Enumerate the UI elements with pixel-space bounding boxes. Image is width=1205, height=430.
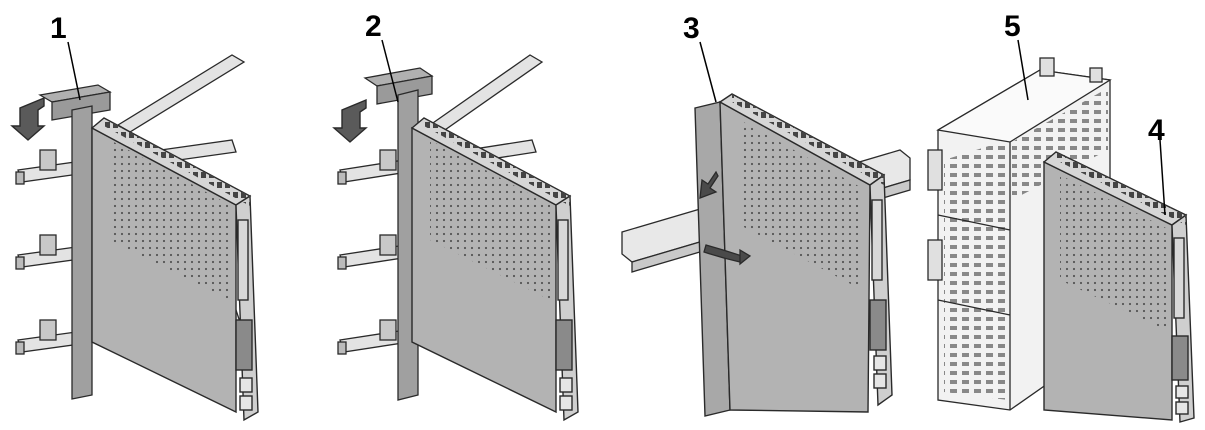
callout-5: 5	[1004, 10, 1021, 43]
step-1-bracket	[38, 84, 112, 400]
step-2-arrow-icon	[332, 98, 368, 143]
step-4-5-diagram	[927, 57, 1195, 423]
step-3-diagram	[621, 93, 911, 417]
step-1-diagram	[10, 54, 259, 422]
step-2-module	[410, 117, 579, 422]
callout-leader-lines	[67, 39, 1166, 216]
step-1-arrow-icon	[10, 96, 46, 141]
callout-1: 1	[50, 12, 67, 45]
step-4-module	[1042, 151, 1195, 423]
step-2-diagram	[332, 54, 579, 422]
callout-3: 3	[683, 12, 700, 45]
step-3-arrow-icon	[699, 170, 752, 266]
step-3-module	[694, 93, 893, 417]
callout-2: 2	[365, 10, 382, 43]
callout-4: 4	[1148, 114, 1165, 147]
step-1-module	[90, 117, 259, 422]
